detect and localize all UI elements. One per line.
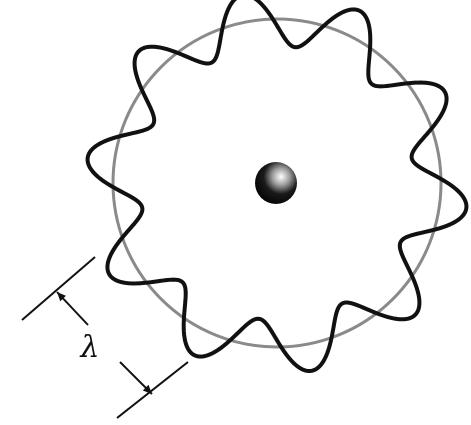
wavelength-extension-line-left bbox=[22, 257, 95, 320]
wavelength-label: λ bbox=[79, 330, 99, 365]
nucleus bbox=[255, 162, 297, 204]
wavelength-arrow-upper bbox=[57, 292, 88, 325]
wavelength-arrow-lower bbox=[120, 362, 152, 394]
